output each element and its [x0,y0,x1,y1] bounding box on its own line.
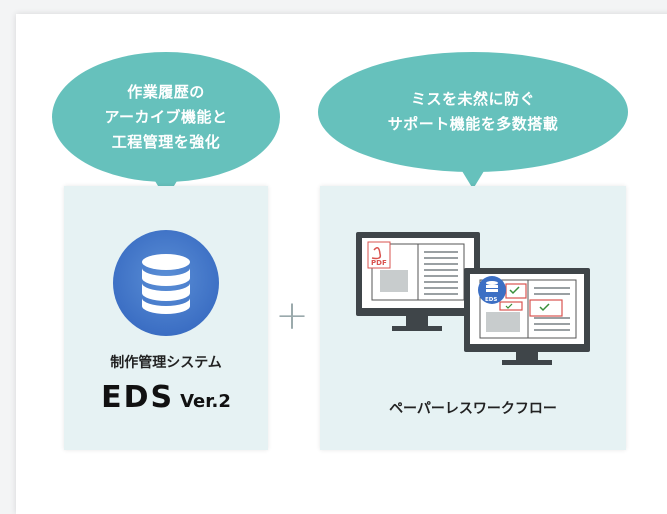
bubble-left-line2: アーカイブ機能と [104,107,228,126]
eds-product-name: EDS [101,380,175,415]
workflow-label: ペーパーレスワークフロー [389,401,557,417]
database-icon [113,230,219,336]
eds-label: 制作管理システム [110,355,222,371]
speech-bubble-right: ミスを未然に防ぐ サポート機能を多数搭載 [318,52,628,189]
pdf-badge: PDF [371,259,387,267]
speech-bubble-left: 作業履歴の アーカイブ機能と 工程管理を強化 [52,52,280,199]
monitors-icon: PDF EDS [350,228,600,372]
eds-badge: EDS [485,297,497,303]
eds-version: Ver.2 [180,391,231,412]
bubble-left-line3: 工程管理を強化 [111,132,221,151]
bubble-left-line1: 作業履歴の [127,82,205,101]
plus-sign: + [275,293,309,339]
bubble-right-line2: サポート機能を多数搭載 [387,115,559,133]
bubble-right-line1: ミスを未然に防ぐ [410,90,535,108]
